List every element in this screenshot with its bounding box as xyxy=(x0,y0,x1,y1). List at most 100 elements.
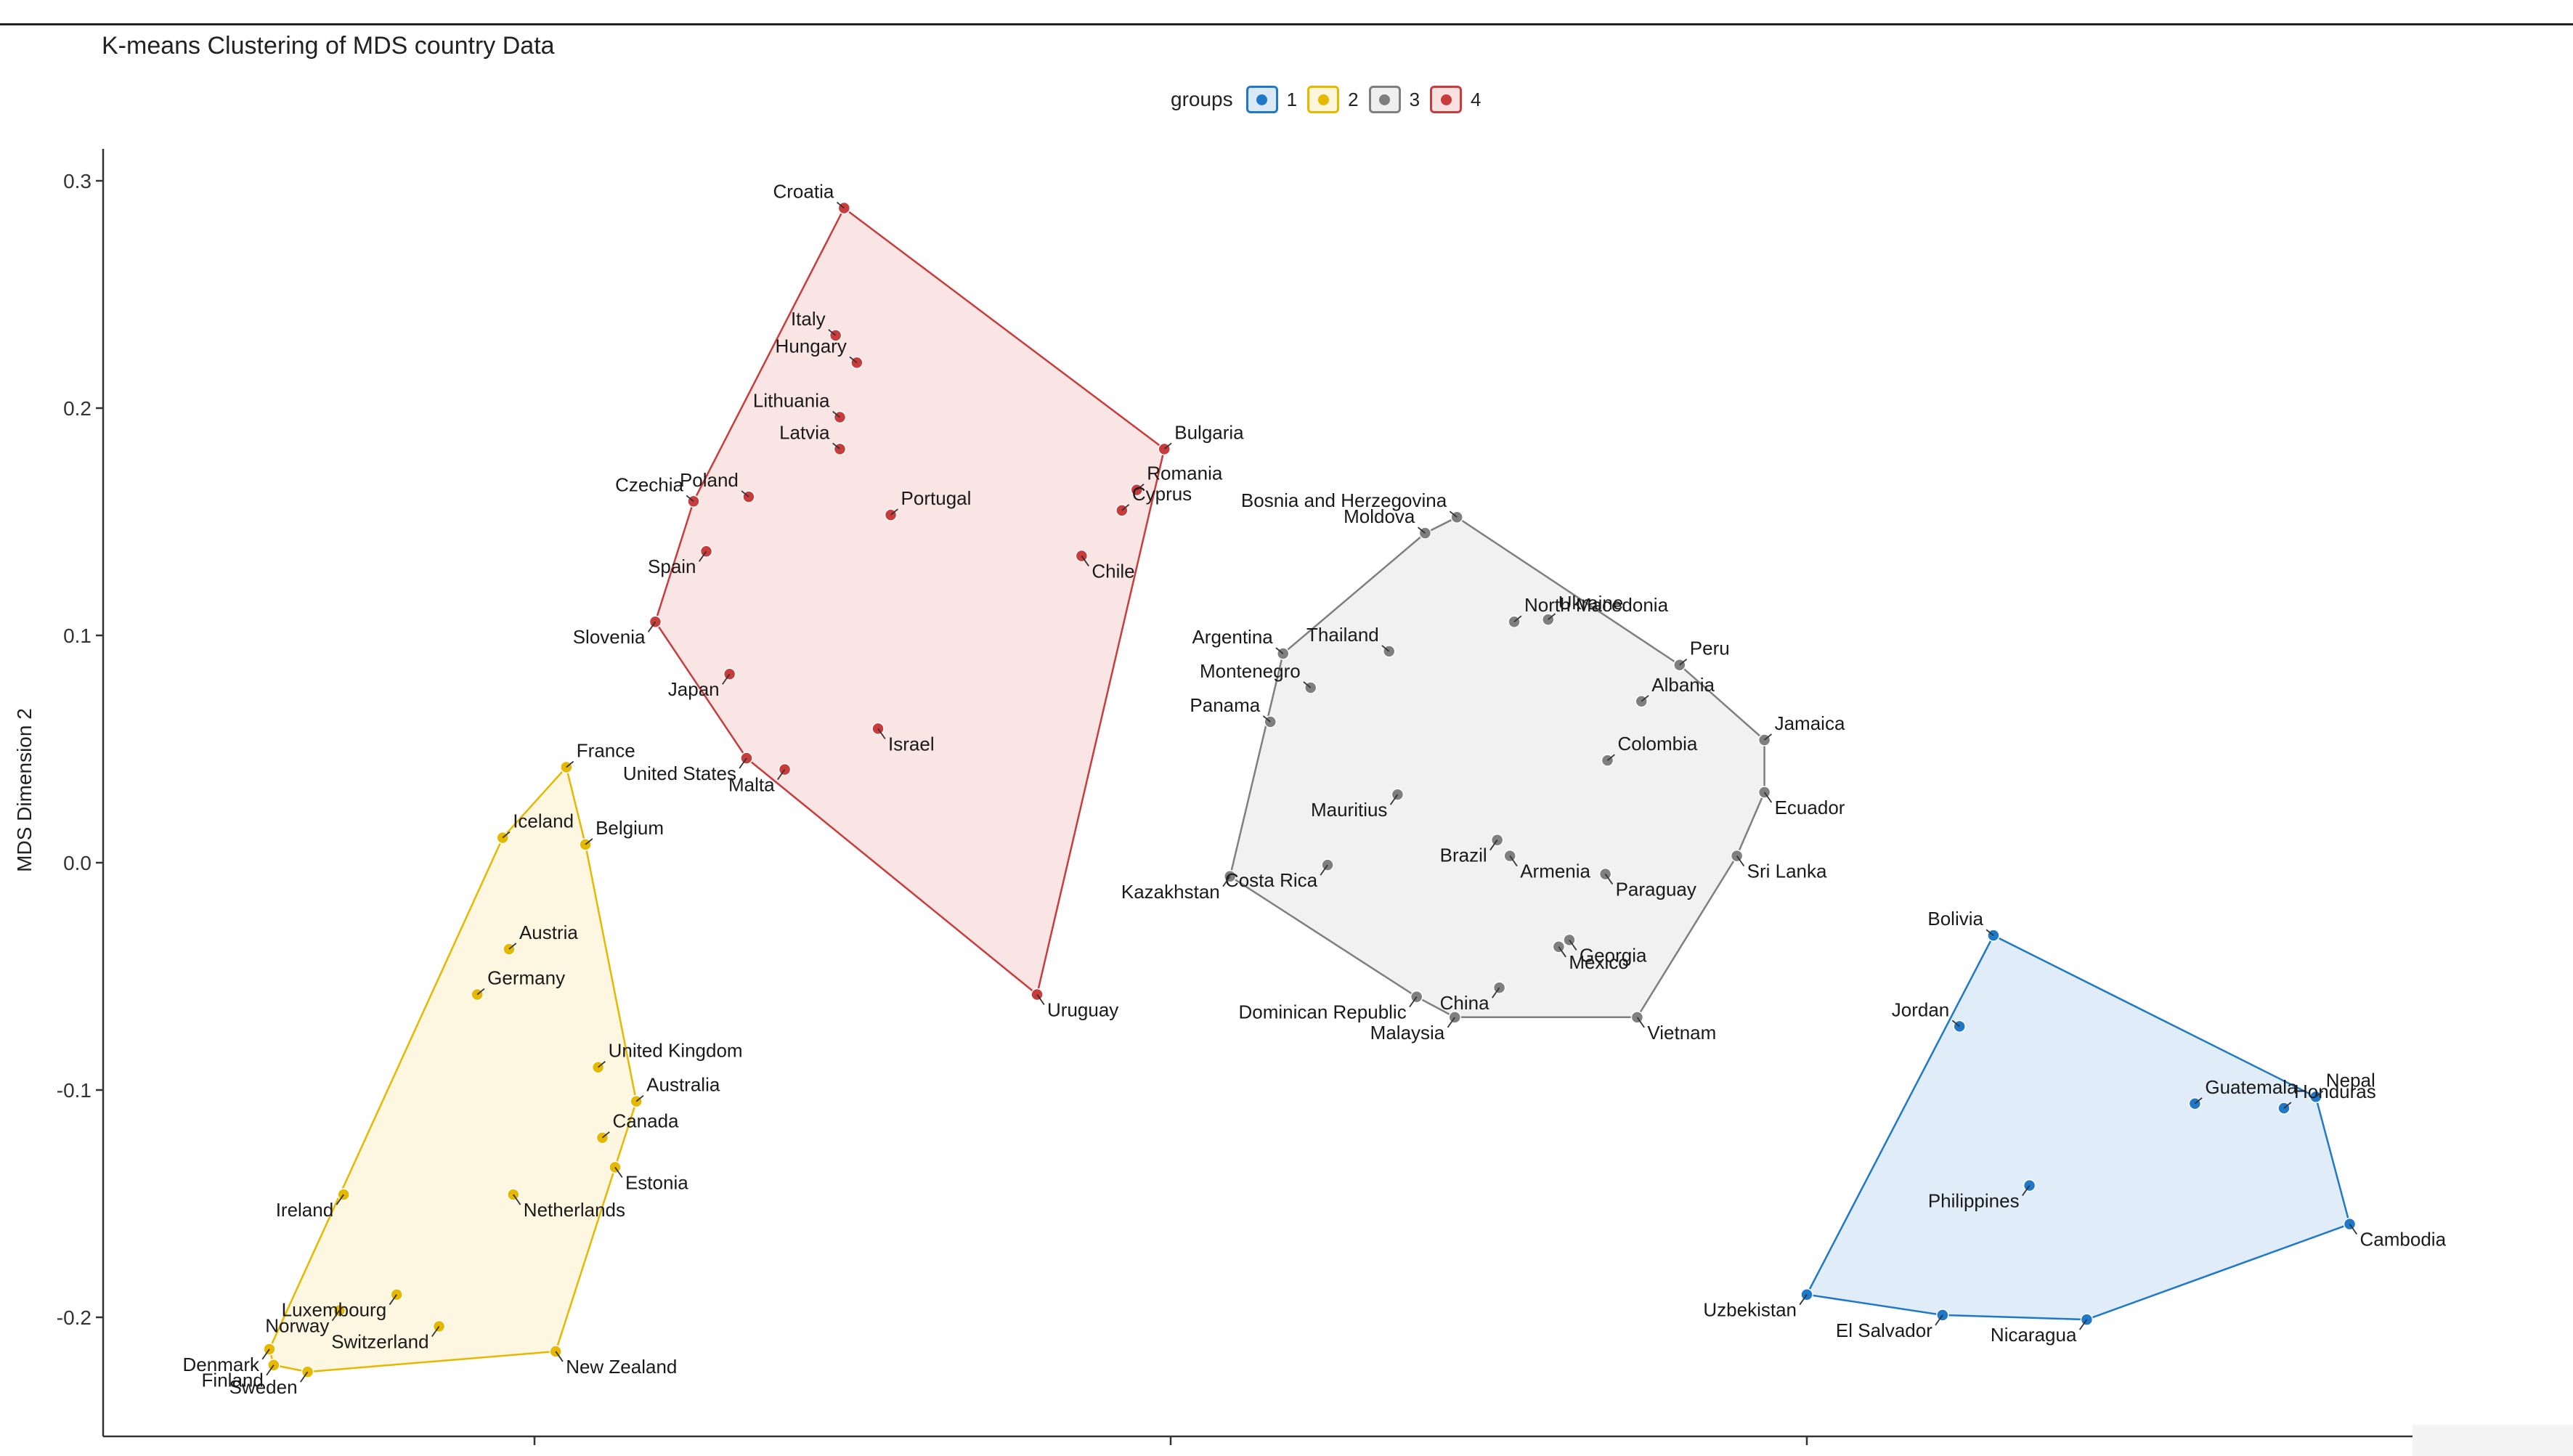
cluster-hull-1 xyxy=(1805,934,2352,1321)
point-label: El Salvador xyxy=(1836,1319,1932,1341)
label-leader xyxy=(1558,946,1566,958)
label-leader xyxy=(389,1294,397,1306)
point-label: Poland xyxy=(680,469,739,491)
point-label: Australia xyxy=(646,1074,720,1096)
label-leader xyxy=(1320,864,1328,876)
label-leader xyxy=(647,621,657,633)
point-label: Paraguay xyxy=(1616,879,1696,900)
label-leader xyxy=(331,1310,341,1322)
point-label: Georgia xyxy=(1580,944,1647,966)
point-label: Malta xyxy=(728,774,775,796)
legend-label-3: 3 xyxy=(1409,88,1420,110)
point-label: Denmark xyxy=(183,1354,260,1375)
label-leader xyxy=(1262,715,1271,723)
label-leader xyxy=(266,1365,275,1376)
legend-label-2: 2 xyxy=(1348,88,1359,110)
label-leader xyxy=(1679,658,1688,666)
label-leader xyxy=(2022,1184,2031,1196)
y-tick-label: 0.2 xyxy=(63,397,92,420)
label-leader xyxy=(741,490,749,497)
label-leader xyxy=(635,1094,644,1102)
label-leader xyxy=(1569,939,1577,951)
label-leader xyxy=(832,442,841,450)
point-label: Cambodia xyxy=(2360,1229,2447,1250)
legend-label-1: 1 xyxy=(1286,88,1298,110)
label-leader xyxy=(1081,555,1089,566)
legend-dot-1 xyxy=(1256,94,1268,105)
point-label: Croatia xyxy=(773,181,834,203)
legend-key-1 xyxy=(1245,86,1278,113)
corner-box xyxy=(2413,1425,2573,1456)
point-label: Guatemala xyxy=(2205,1076,2298,1098)
point-label: Norway xyxy=(265,1315,329,1337)
point-label: Czechia xyxy=(615,473,683,495)
point-label: Belgium xyxy=(596,817,664,839)
label-leader xyxy=(555,1351,564,1362)
point-label: Bulgaria xyxy=(1174,421,1244,443)
point-label: Nepal xyxy=(2326,1069,2375,1091)
label-leader xyxy=(1606,754,1615,761)
cluster-hull-3 xyxy=(1229,516,1765,1019)
y-tick-label: -0.1 xyxy=(57,1079,92,1102)
label-leader xyxy=(2349,1224,2358,1235)
point-label: China xyxy=(1440,992,1489,1014)
label-leader xyxy=(828,329,837,336)
label-leader xyxy=(513,1194,521,1205)
point-label: Bolivia xyxy=(1927,908,1983,930)
label-leader xyxy=(1604,874,1614,885)
legend-key-4 xyxy=(1430,86,1463,113)
label-leader xyxy=(698,550,707,562)
point-label: Israel xyxy=(888,733,935,755)
y-tick-label: 0.0 xyxy=(63,852,92,874)
cluster-hulls xyxy=(268,206,2352,1373)
point-label: Mauritius xyxy=(1311,799,1387,821)
label-leader xyxy=(2194,1097,2203,1105)
point-label: Latvia xyxy=(779,421,830,443)
label-leader xyxy=(1951,1020,1960,1028)
point-label: Philippines xyxy=(1928,1189,2020,1211)
label-leader xyxy=(336,1194,344,1205)
label-leader xyxy=(1509,855,1518,867)
label-leader xyxy=(849,356,858,364)
point-label: Ireland xyxy=(276,1199,334,1221)
legend-item-3: 3 xyxy=(1368,86,1420,113)
point-label: Japan xyxy=(668,678,720,700)
point-label: Albania xyxy=(1651,674,1715,696)
chart-title: K-means Clustering of MDS country Data xyxy=(102,32,555,60)
point-label: Armenia xyxy=(1520,861,1590,882)
label-leader xyxy=(1163,442,1172,450)
label-leader xyxy=(1036,994,1045,1006)
point-label: Switzerland xyxy=(331,1331,428,1353)
point-label: Montenegro xyxy=(1200,660,1301,682)
legend-item-4: 4 xyxy=(1430,86,1481,113)
label-leader xyxy=(1799,1294,1808,1306)
point-label: Kazakhstan xyxy=(1121,881,1220,903)
top-rule xyxy=(0,23,2573,25)
cluster-hull-2 xyxy=(268,765,638,1373)
label-leader xyxy=(1389,794,1399,805)
point-label: Colombia xyxy=(1618,733,1698,755)
point-label: Romania xyxy=(1147,463,1223,484)
point-label: Brazil xyxy=(1440,845,1487,866)
label-leader xyxy=(1409,996,1418,1008)
point-label: Costa Rica xyxy=(1225,869,1318,891)
label-leader xyxy=(1449,511,1458,518)
label-leader xyxy=(739,757,747,769)
y-tick-label: 0.3 xyxy=(63,170,92,192)
cluster-hull-4 xyxy=(654,206,1166,996)
point-label: Peru xyxy=(1690,638,1730,659)
point-label: Moldova xyxy=(1344,505,1415,527)
point-label: Chile xyxy=(1092,560,1134,582)
label-leader xyxy=(686,495,694,503)
point-label: United Kingdom xyxy=(609,1040,743,1062)
point-label: Italy xyxy=(791,308,826,330)
label-leader xyxy=(890,508,898,516)
point-label: Estonia xyxy=(625,1171,688,1193)
label-leader xyxy=(2078,1319,2088,1330)
point-label: New Zealand xyxy=(566,1356,677,1378)
label-leader xyxy=(2315,1090,2324,1098)
label-leader xyxy=(1513,615,1522,622)
point-label: Lithuania xyxy=(753,390,830,412)
label-leader xyxy=(601,1131,610,1139)
